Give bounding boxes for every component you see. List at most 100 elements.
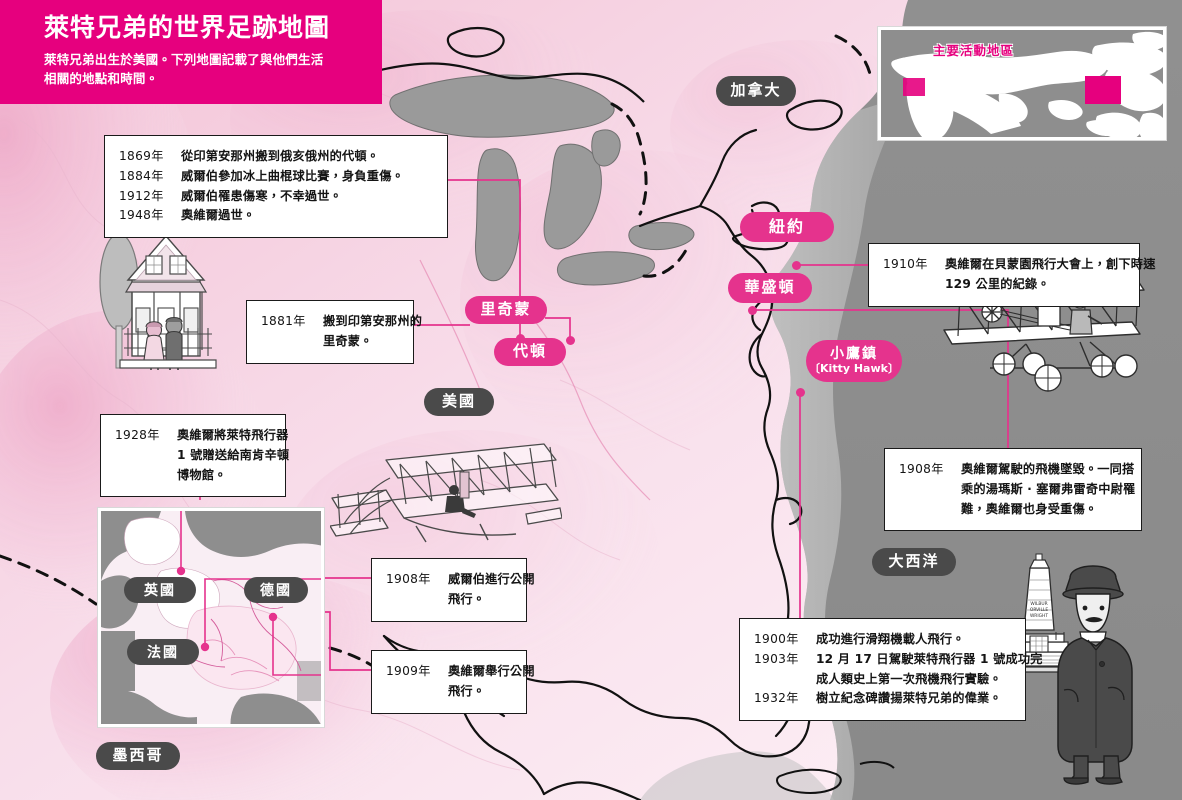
place-label-dayton-text: 代頓 <box>512 342 547 361</box>
callout-text-cont: 里奇蒙。 <box>323 333 373 348</box>
callout-text: 奧維爾駕駛的飛機墜毀。一同搭 乘的湯瑪斯 ‧ 塞爾弗雷奇中尉罹 難，奧維爾也身受… <box>961 460 1135 519</box>
wright-flyer-illustration <box>330 443 562 543</box>
callout-row: 1908年 威爾伯進行公開 飛行。 <box>386 570 535 610</box>
header-subtitle-line2: 相關的地點和時間。 <box>44 70 159 86</box>
callout-text: 威爾伯進行公開 飛行。 <box>448 570 535 610</box>
callout-dayton-events: 1869年 從印第安那州搬到俄亥俄州的代頓。 1884年 威爾伯參加冰上曲棍球比… <box>104 135 448 239</box>
callout-richmond-move: 1881年 搬到印第安那州的 里奇蒙。 <box>246 300 422 364</box>
place-label-atlantic-text: 大西洋 <box>888 552 940 571</box>
inset-label-france-text: 法國 <box>147 645 179 661</box>
header-subtitle-line1: 萊特兄弟出生於美國。下列地圖記載了與他們生活 <box>44 51 324 67</box>
inset-label-germany: 德國 <box>244 577 308 603</box>
wright-family-house-illustration <box>99 233 217 370</box>
callout-text: 樹立紀念碑讚揚萊特兄弟的偉業。 <box>816 691 1002 706</box>
callout-text-line: 奧維爾將萊特飛行器 <box>177 428 289 442</box>
callout-text-line: 奧維爾駕駛的飛機墜毀。一同搭 <box>961 462 1135 476</box>
callout-row: 1948年 奧維爾過世。 <box>119 206 433 226</box>
callout-text: 奧維爾將萊特飛行器 1 號贈送給南肯辛頓 博物館。 <box>177 426 289 485</box>
callout-year: 1908年 <box>386 572 431 586</box>
callout-kittyhawk-firsts: 1900年 成功進行滑翔機載人飛行。 1903年 12 月 17 日駕駛萊特飛行… <box>739 618 1042 722</box>
europe-inset-map: 英國 法國 德國 <box>98 508 324 727</box>
callout-row: 1912年 威爾伯罹患傷寒，不幸過世。 <box>119 187 433 207</box>
callout-year: 1910年 <box>883 257 928 271</box>
place-label-kittyhawk: 小鷹鎮 〔Kitty Hawk〕 <box>806 340 902 382</box>
callout-text: 奧維爾過世。 <box>181 208 256 223</box>
place-label-mexico-text: 墨西哥 <box>112 746 164 765</box>
callout-text: 奧維爾舉行公開 飛行。 <box>448 662 535 702</box>
callout-text-line: 奧維爾舉行公開 <box>448 664 535 678</box>
portrait-figure <box>1057 565 1133 785</box>
callout-wilbur-europe-flight: 1908年 威爾伯進行公開 飛行。 <box>371 558 535 622</box>
place-label-washington-text: 華盛頓 <box>744 278 796 297</box>
callout-text-cont: 乘的湯瑪斯 ‧ 塞爾弗雷奇中尉罹 <box>961 481 1136 496</box>
map-dot-washington <box>748 306 757 315</box>
callout-text: 從印第安那州搬到俄亥俄州的代頓。 <box>181 149 380 163</box>
inset-label-france: 法國 <box>127 639 199 665</box>
callout-orville-europe-flight: 1909年 奧維爾舉行公開 飛行。 <box>371 650 535 714</box>
callout-text-line: 威爾伯進行公開 <box>448 572 535 586</box>
svg-text:ORVILLE: ORVILLE <box>1030 607 1048 613</box>
callout-year: 1884年 <box>119 168 164 183</box>
callout-row: 1900年 成功進行滑翔機載人飛行。 <box>754 630 1011 650</box>
svg-text:WRIGHT: WRIGHT <box>1030 613 1048 619</box>
callout-text-cont: 129 公里的紀錄。 <box>945 276 1050 291</box>
map-dot-richmond <box>566 336 575 345</box>
callout-row: 1910年 奧維爾在貝蒙園飛行大會上，創下時速 129 公里的紀錄。 <box>883 255 1155 295</box>
callout-year: 1900年 <box>754 632 799 646</box>
place-label-kittyhawk-text: 小鷹鎮 <box>830 346 878 363</box>
inset-label-uk: 英國 <box>124 577 196 603</box>
callout-text-cont: 成人類史上第一次飛機飛行實驗。 <box>816 671 1002 686</box>
callout-text-cont: 飛行。 <box>448 683 486 698</box>
place-label-dayton: 代頓 <box>494 338 566 366</box>
callout-year: 1928年 <box>115 428 160 442</box>
callout-row: 1928年 奧維爾將萊特飛行器 1 號贈送給南肯辛頓 博物館。 <box>115 426 289 485</box>
map-dot-dayton <box>516 334 525 343</box>
place-label-mexico: 墨西哥 <box>96 742 180 770</box>
place-label-washington: 華盛頓 <box>728 273 812 303</box>
callout-text-line: 12 月 17 日駕駛萊特飛行器 1 號成功完 <box>816 651 1043 666</box>
callout-row: 1932年 樹立紀念碑讚揚萊特兄弟的偉業。 <box>754 689 1011 709</box>
world-inset-map: 主要活動地區 <box>878 27 1166 140</box>
callout-belmont-record: 1910年 奧維爾在貝蒙園飛行大會上，創下時速 129 公里的紀錄。 <box>868 243 1155 307</box>
callout-row: 1903年 12 月 17 日駕駛萊特飛行器 1 號成功完 成人類史上第一次飛機… <box>754 650 1042 690</box>
callout-text-cont: 飛行。 <box>448 591 486 606</box>
world-inset-svg <box>881 30 1163 137</box>
callout-smithsonian-donation: 1928年 奧維爾將萊特飛行器 1 號贈送給南肯辛頓 博物館。 <box>100 414 289 498</box>
callout-text-line: 搬到印第安那州的 <box>323 314 423 328</box>
callout-year: 1932年 <box>754 691 799 706</box>
callout-row: 1909年 奧維爾舉行公開 飛行。 <box>386 662 535 702</box>
callout-text-cont: 1 號贈送給南肯辛頓 <box>177 447 290 462</box>
europe-inset-svg <box>101 511 321 724</box>
callout-text: 12 月 17 日駕駛萊特飛行器 1 號成功完 成人類史上第一次飛機飛行實驗。 <box>816 650 1043 690</box>
callout-year: 1912年 <box>119 188 164 203</box>
inset-label-germany-text: 德國 <box>260 583 292 599</box>
callout-year: 1909年 <box>386 664 431 678</box>
callout-year: 1881年 <box>261 314 306 328</box>
place-label-richmond: 里奇蒙 <box>465 296 547 324</box>
callout-row: 1908年 奧維爾駕駛的飛機墜毀。一同搭 乘的湯瑪斯 ‧ 塞爾弗雷奇中尉罹 難，… <box>899 460 1135 519</box>
callout-year: 1903年 <box>754 651 799 666</box>
callout-text: 威爾伯參加冰上曲棍球比賽，身負重傷。 <box>181 168 404 183</box>
callout-year: 1948年 <box>119 208 164 223</box>
callout-row: 1881年 搬到印第安那州的 里奇蒙。 <box>261 312 422 352</box>
header-banner: 萊特兄弟的世界足跡地圖 萊特兄弟出生於美國。下列地圖記載了與他們生活 相關的地點… <box>0 0 382 104</box>
callout-row: 1869年 從印第安那州搬到俄亥俄州的代頓。 <box>119 147 433 167</box>
map-dot-newyork <box>792 261 801 270</box>
figure-boy <box>165 317 183 370</box>
callout-text-cont2: 博物館。 <box>177 467 227 482</box>
place-label-kittyhawk-sub: 〔Kitty Hawk〕 <box>809 362 899 376</box>
world-inset-title: 主要活動地區 <box>933 43 1015 58</box>
callout-fort-myer-crash: 1908年 奧維爾駕駛的飛機墜毀。一同搭 乘的湯瑪斯 ‧ 塞爾弗雷奇中尉罹 難，… <box>884 448 1142 532</box>
place-label-usa: 美國 <box>424 388 494 416</box>
callout-year: 1908年 <box>899 462 944 476</box>
callout-text: 威爾伯罹患傷寒，不幸過世。 <box>181 188 343 203</box>
highlight-europe <box>903 78 925 96</box>
memorial-and-portrait-illustration: WILBUR ORVILLE WRIGHT <box>992 553 1133 785</box>
place-label-canada: 加拿大 <box>716 76 796 106</box>
callout-row: 1884年 威爾伯參加冰上曲棍球比賽，身負重傷。 <box>119 167 433 187</box>
callout-year: 1869年 <box>119 149 164 163</box>
callout-text-cont2: 難，奧維爾也身受重傷。 <box>961 501 1098 516</box>
map-dot-kittyhawk <box>796 388 805 397</box>
callout-text: 成功進行滑翔機載人飛行。 <box>816 632 965 646</box>
